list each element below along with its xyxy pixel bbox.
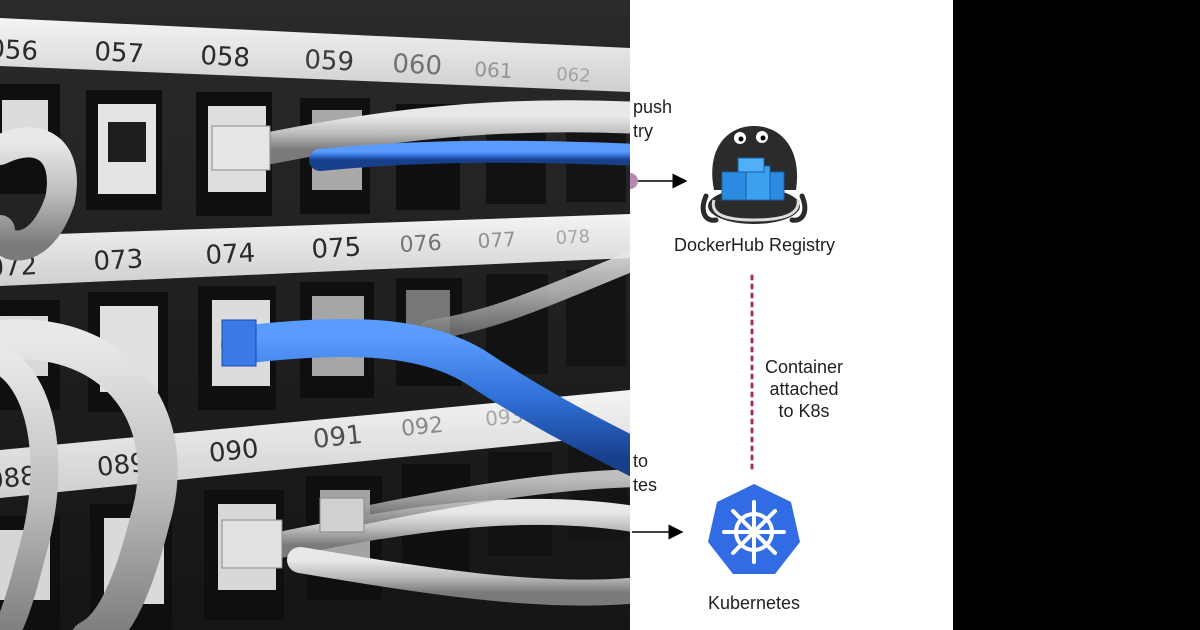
diagram-canvas [630, 126, 808, 574]
plug-heads [211, 125, 365, 569]
deployment-diagram: push try DockerHub Registry Container at… [630, 0, 953, 630]
connector-label-line3: to K8s [778, 401, 830, 421]
partial-node-circle [630, 173, 638, 189]
partial-label-top-line1: push [633, 97, 673, 117]
port-number: 078 [555, 226, 590, 249]
connector-label-line1: Container [764, 357, 844, 377]
partial-label-bottom-line1: to [633, 451, 649, 471]
black-margin [953, 0, 1200, 630]
port-number: 077 [477, 227, 516, 253]
port-number: 056 [0, 34, 39, 67]
kubernetes-helm-icon [708, 484, 800, 574]
label-strip-row2 [0, 214, 630, 286]
port-number: 057 [94, 37, 145, 70]
connector-label-line2: attached [769, 379, 839, 399]
partial-label-bottom-line2: tes [633, 475, 658, 495]
port-number: 074 [205, 238, 256, 271]
port-number: 073 [93, 244, 144, 277]
port-number: 062 [556, 64, 591, 87]
kubernetes-label: Kubernetes [707, 593, 801, 613]
blue-cables [221, 140, 630, 477]
dockerhub-octopus-icon [700, 126, 808, 224]
port-number: 058 [200, 41, 251, 74]
port-number: 075 [311, 232, 362, 265]
registry-container-boxes [721, 157, 785, 201]
port-number: 059 [304, 45, 355, 78]
port-number: 076 [399, 231, 442, 258]
port-number: 092 [400, 413, 444, 442]
label-strip-row1 [0, 18, 630, 92]
port-number: 091 [312, 420, 365, 455]
registry-label: DockerHub Registry [674, 235, 836, 255]
grey-cables [0, 100, 630, 630]
partial-label-top-line2: try [633, 121, 653, 141]
port-number: 090 [208, 434, 261, 469]
patch-panel-illustration: 056 057 058 059 060 061 062 072 073 074 … [0, 0, 630, 630]
port-number: 061 [474, 57, 513, 83]
port-number: 060 [392, 49, 443, 82]
patch-panel-photo: 056 057 058 059 060 061 062 072 073 074 … [0, 0, 630, 630]
